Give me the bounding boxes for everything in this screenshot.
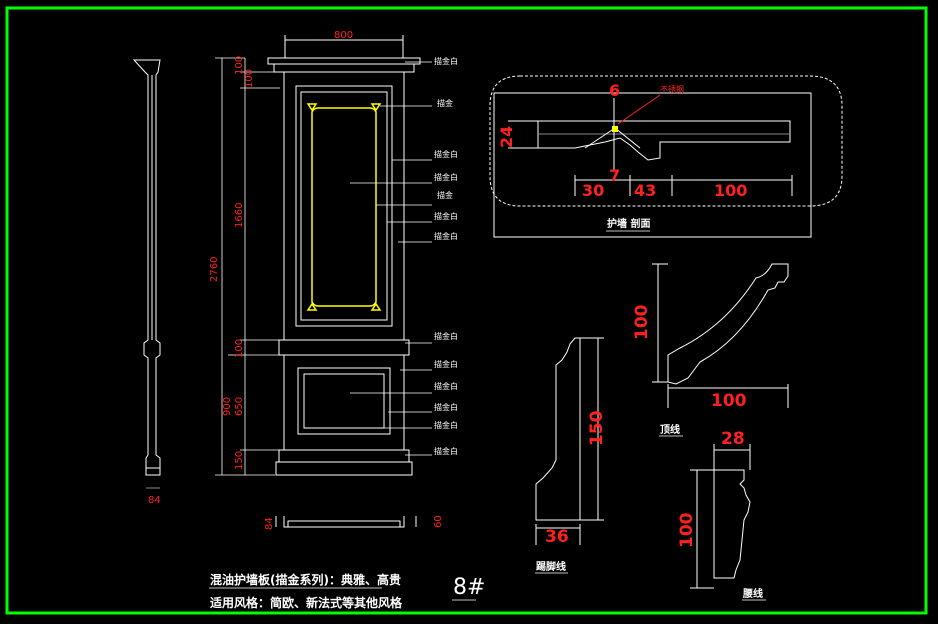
callout-label: 描金白 xyxy=(434,381,458,391)
top-molding xyxy=(652,263,789,408)
callout-label: 描金白 xyxy=(434,446,458,456)
dim-section-b: 43 xyxy=(634,181,656,200)
dim-section-top: 6 xyxy=(609,81,620,100)
dim-section-height: 24 xyxy=(497,126,516,148)
front-elevation xyxy=(267,35,421,476)
title-line-1: 混油护墙板(描金系列)：典雅、高贵 xyxy=(210,572,401,587)
plan-view xyxy=(275,516,417,528)
callout-label: 描金白 xyxy=(434,231,458,241)
waist-profile xyxy=(690,444,751,589)
section-note: 不锈钢 xyxy=(660,84,684,94)
callout-labels: 描金白 描金 描金白 描金白 描金 描金白 描金白 描金白 描金白 描金白 描金… xyxy=(434,56,458,430)
dim-upper: 1660 xyxy=(234,203,245,228)
side-profile xyxy=(132,59,161,489)
dim-mid: 100 xyxy=(234,339,245,358)
dim-cornice-b: 100 xyxy=(244,69,255,88)
dim-plan-height: 60 xyxy=(433,515,444,528)
callout-label: 描金白 xyxy=(434,149,458,159)
gold-inlay xyxy=(306,103,382,311)
dim-base: 150 xyxy=(234,451,245,470)
dim-lines-left xyxy=(215,57,280,476)
callout-leaders xyxy=(350,61,432,456)
dim-top-molding-w: 100 xyxy=(711,391,747,411)
dim-plan-depth: 84 xyxy=(264,517,275,530)
dim-waist-w: 28 xyxy=(721,429,745,449)
top-molding-caption: 顶线 xyxy=(660,423,680,436)
dim-side-depth: 84 xyxy=(148,495,161,506)
sheet-border xyxy=(5,6,928,615)
callout-label: 描金白 xyxy=(434,402,458,412)
callout-label: 描金白 xyxy=(434,359,458,369)
callout-label: 描金白 xyxy=(434,211,458,221)
dim-section-a: 30 xyxy=(582,181,604,200)
callout-label: 描金 xyxy=(437,190,453,200)
dim-skirting-h: 150 xyxy=(587,410,607,446)
section-caption: 护墙 剖面 xyxy=(607,217,650,230)
callout-label: 描金 xyxy=(437,98,453,108)
dim-skirting-w: 36 xyxy=(545,527,569,547)
dim-dado: 900 xyxy=(222,397,233,416)
callout-label: 描金白 xyxy=(434,56,458,66)
callout-label: 描金白 xyxy=(434,331,458,341)
sheet-number: 8# xyxy=(453,575,485,600)
section-marker xyxy=(612,126,618,132)
title-line-2: 适用风格：简欧、新法式等其他风格 xyxy=(210,595,403,610)
dim-top-molding-h: 100 xyxy=(632,304,652,340)
dim-cornice-a: 100 xyxy=(234,56,245,75)
skirting-profile xyxy=(535,337,604,545)
skirting-caption: 踢脚线 xyxy=(536,560,566,573)
dim-lower: 650 xyxy=(234,397,245,416)
waist-caption: 腰线 xyxy=(742,587,763,600)
dim-waist-h: 100 xyxy=(677,512,697,548)
dim-section-c: 100 xyxy=(714,181,747,200)
callout-label: 描金白 xyxy=(434,172,458,182)
dim-section-mid: 7 xyxy=(609,166,620,185)
callout-label: 描金白 xyxy=(434,420,458,430)
dim-width: 800 xyxy=(334,30,353,41)
section-detail xyxy=(489,75,843,238)
dim-total: 2760 xyxy=(209,257,220,282)
